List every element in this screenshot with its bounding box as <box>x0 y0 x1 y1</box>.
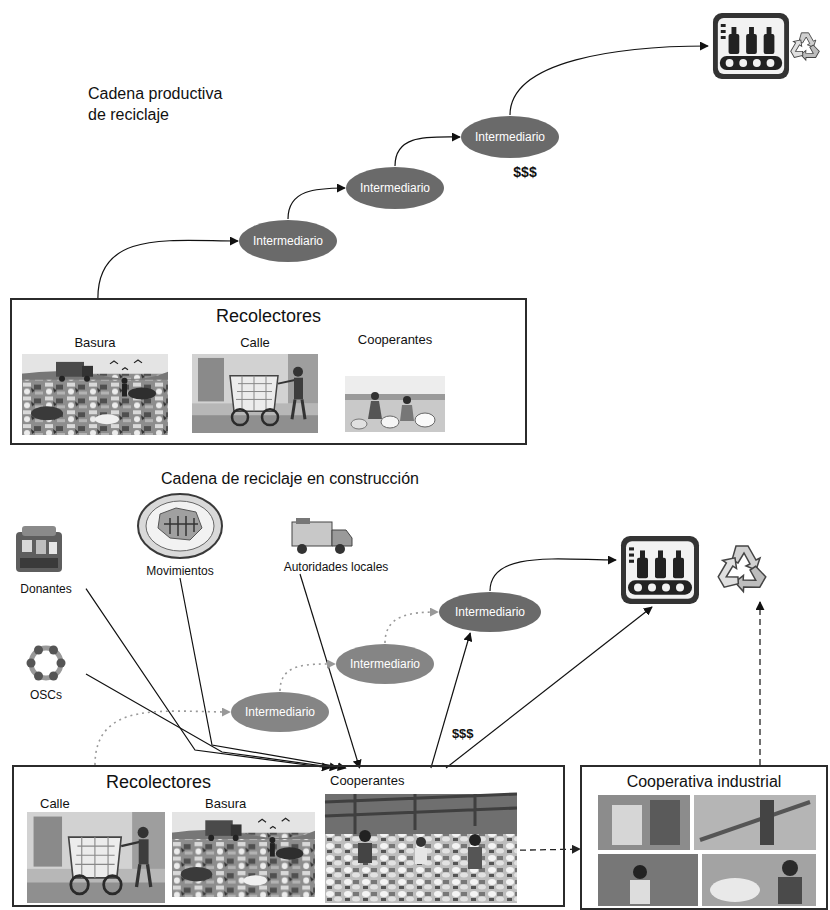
connector <box>288 188 345 219</box>
group-box: Cooperativa industrial <box>580 765 828 910</box>
caption: Basura <box>24 335 166 351</box>
node-label: Intermediario <box>253 234 323 248</box>
ngo-icon <box>27 646 66 681</box>
section-title: Cadena de reciclaje en construcción <box>110 469 470 490</box>
photo-panel: Basura <box>170 794 317 898</box>
intermediary-ellipse: Intermediario <box>335 643 435 685</box>
money-mark: $$$ <box>500 163 550 181</box>
street-photo <box>27 812 165 903</box>
truck-icon <box>292 518 352 554</box>
actor-icon: OSCs <box>6 640 86 702</box>
recycle-icon <box>712 546 768 598</box>
group-box: RecolectoresCalleBasuraCooperantes <box>12 765 565 907</box>
landfill-photo <box>172 812 315 897</box>
sorting-photo <box>325 794 517 903</box>
ellipse-fill <box>346 167 444 209</box>
actor-icon: Movimientos <box>122 488 238 578</box>
dashed-arrow <box>759 602 760 765</box>
movement-logo <box>138 494 222 558</box>
donor-icon <box>16 526 62 572</box>
node-label: Intermediario <box>360 181 430 195</box>
box-heading: Recolectores <box>16 306 521 328</box>
connector <box>520 849 580 850</box>
caption: Donantes <box>20 582 71 596</box>
actor-icon: Donantes <box>6 522 86 596</box>
ellipse-fill <box>239 220 337 262</box>
photo-panel: Basura <box>22 333 168 437</box>
group-box: RecolectoresBasura Calle Cooperantes <box>10 298 527 445</box>
intermediary-ellipse: Intermediario <box>238 219 338 263</box>
photo-panel: Calle <box>190 333 320 437</box>
section-title: Cadena productiva de reciclaje <box>88 84 238 126</box>
caption: Autoridades locales <box>284 560 389 574</box>
landfill-photo <box>22 354 168 435</box>
photo-panel: Cooperantes <box>322 768 520 905</box>
caption: Cooperantes <box>345 332 445 348</box>
caption: OSCs <box>30 688 62 702</box>
ellipse-fill <box>461 116 559 158</box>
photo-panel: Cooperantes <box>343 330 447 434</box>
node-label: Intermediario <box>350 657 420 671</box>
industry-photos <box>598 795 816 906</box>
caption: Basura <box>205 796 315 812</box>
photo-panel: Calle <box>25 794 167 905</box>
flow-arrow <box>510 46 708 115</box>
intermediary-ellipse: Intermediario <box>230 691 330 733</box>
connector <box>385 612 438 643</box>
factory-icon <box>713 13 789 79</box>
connector <box>98 240 238 298</box>
actor-icon: Autoridades locales <box>268 512 404 574</box>
cooperative-photo <box>345 376 445 432</box>
node-label: Intermediario <box>455 605 525 619</box>
box-heading: Cooperativa industrial <box>586 772 822 791</box>
node-label: Intermediario <box>245 705 315 719</box>
intermediary-ellipse: Intermediario <box>345 166 445 210</box>
edge-label: $$$ <box>450 726 476 742</box>
node-label: Intermediario <box>475 130 545 144</box>
connector <box>86 674 338 768</box>
intermediary-ellipse: Intermediario <box>460 115 560 159</box>
intermediary-ellipse: Intermediario <box>438 591 542 633</box>
connector <box>395 137 460 166</box>
caption: Calle <box>40 796 165 812</box>
connector <box>280 664 335 691</box>
caption: Calle <box>192 335 318 351</box>
connector <box>86 589 330 768</box>
street-photo <box>192 354 318 433</box>
flow-arrow <box>490 559 616 591</box>
caption: Cooperantes <box>330 773 518 789</box>
ellipse-fill <box>231 692 329 732</box>
factory-icon <box>621 536 699 604</box>
recycle-icon <box>787 33 820 64</box>
ellipse-fill <box>439 592 541 632</box>
connector <box>95 711 230 765</box>
connector <box>180 578 346 768</box>
caption: Movimientos <box>146 564 213 578</box>
ellipse-fill <box>336 644 434 684</box>
connector <box>431 633 470 768</box>
